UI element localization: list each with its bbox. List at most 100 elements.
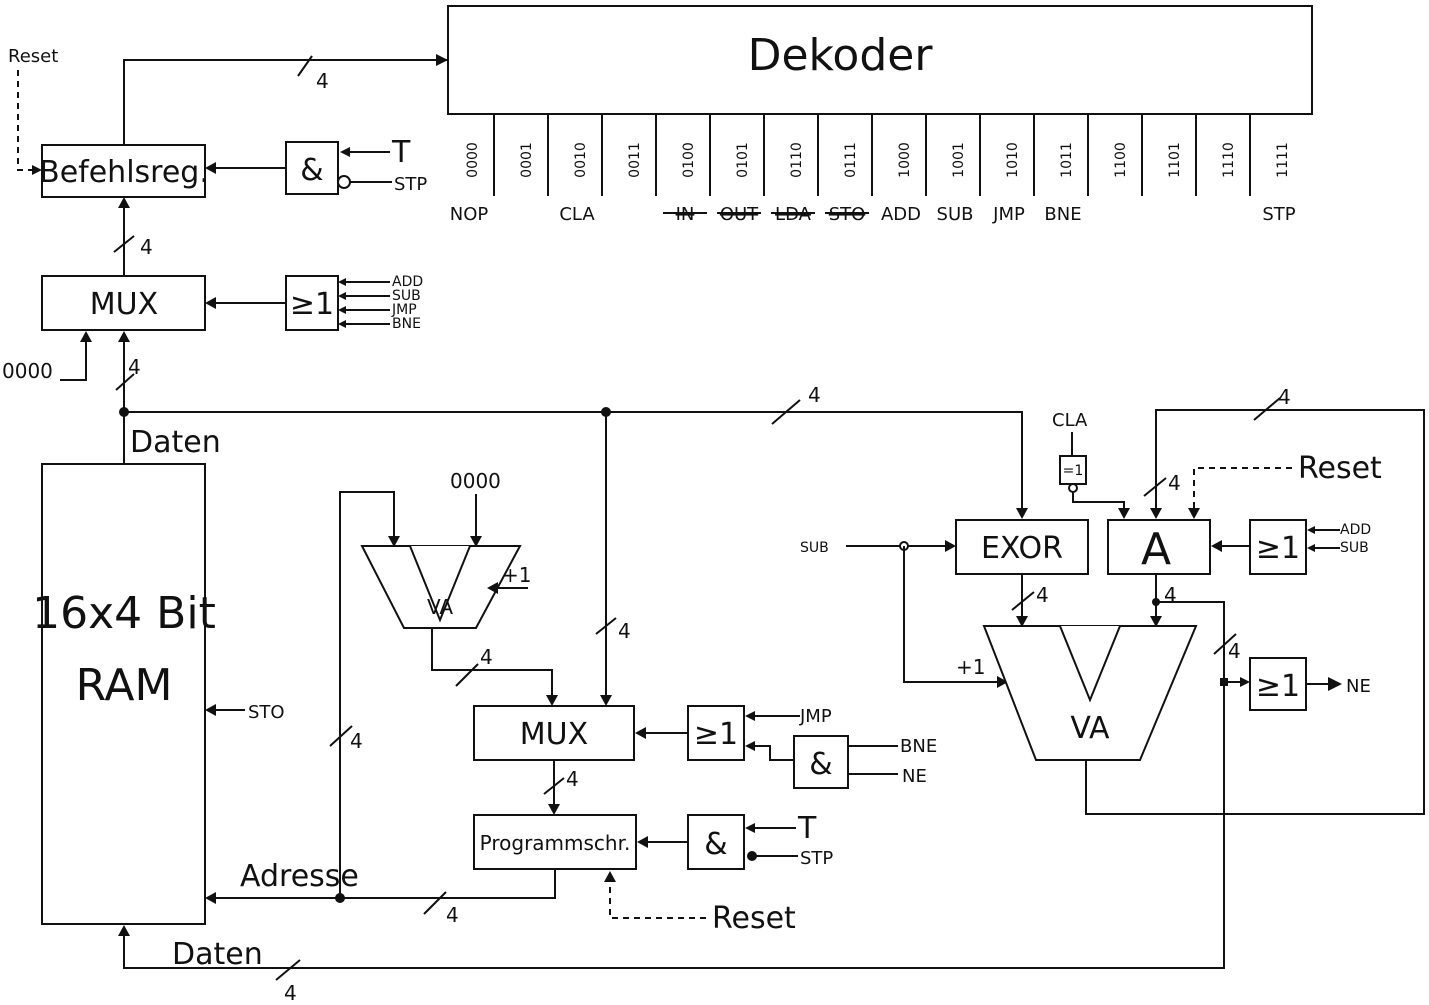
decoder-output-mnemonic: IN: [676, 204, 695, 225]
alu-adder-notch: [1059, 625, 1121, 703]
decoder-output-code: 1101: [1167, 142, 1183, 178]
bus-tick: [1213, 633, 1237, 655]
arrow: [340, 147, 350, 157]
arrow: [745, 711, 755, 721]
and-gate-top-label: &: [300, 153, 323, 188]
arrow: [1211, 540, 1222, 552]
alu-adder-label: VA: [1070, 711, 1110, 746]
arrow: [745, 823, 755, 833]
bne-pc-label: BNE: [900, 736, 937, 757]
plus1-pc-label: +1: [502, 563, 531, 587]
acc-to-ram-data: [123, 601, 1225, 969]
bne-label: BNE: [392, 316, 421, 332]
and-gate-top: [285, 141, 339, 195]
pc-adder-notch: [409, 545, 471, 623]
or-gate-pc: [687, 705, 745, 761]
decoder-output-mnemonic: OUT: [720, 204, 759, 225]
arrow: [487, 582, 498, 594]
exor-label: EXOR: [981, 531, 1063, 566]
bus-width: 4: [480, 645, 493, 669]
decoder-block: [447, 5, 1313, 115]
pc-feedback: [339, 491, 395, 898]
mux-pc: [473, 705, 635, 761]
bus-tick: [595, 617, 617, 635]
decoder-output-mnemonic: ADD: [881, 204, 921, 225]
decoder-output-mnemonic: STP: [1262, 204, 1295, 225]
cla-label: CLA: [1052, 410, 1088, 431]
sub-acc-label: SUB: [1340, 540, 1369, 556]
bus-width: 4: [1168, 471, 1181, 495]
bus-width: 4: [446, 903, 459, 927]
or-top-inputs: [338, 278, 390, 328]
arrow: [1118, 508, 1130, 519]
decoder-output-code: 0011: [627, 142, 643, 178]
eq1-label: =1: [1063, 463, 1084, 479]
or-gate-pc-label: ≥1: [694, 717, 738, 752]
bus-tick: [115, 373, 135, 391]
bus-width: 4: [316, 69, 329, 93]
decoder-output-code: 0101: [735, 142, 751, 178]
decoder-output-code: 1100: [1113, 142, 1129, 178]
arrow: [945, 540, 956, 552]
inverter-bubble: [337, 175, 351, 189]
and-gate-prog: [687, 814, 745, 870]
decoder-output-code: 0010: [573, 142, 589, 178]
decoder-output-code: 0100: [681, 142, 697, 178]
and-to-or-pc: [752, 745, 794, 761]
bus-width: 4: [140, 235, 153, 259]
ir-to-decoder-bus: [123, 59, 448, 145]
decoder-output-code: 1010: [1005, 142, 1021, 178]
ne-pc-label: NE: [902, 766, 927, 787]
stp-pc-label: STP: [800, 848, 833, 869]
and-gate-prog-label: &: [704, 827, 727, 862]
arrow: [745, 741, 755, 751]
decoder-output-code: 0001: [519, 142, 535, 178]
arrow: [205, 704, 216, 716]
decoder-output-mnemonic: CLA: [559, 204, 595, 225]
sto-label: STO: [248, 702, 285, 723]
decoder-output-code: 1110: [1221, 142, 1237, 178]
bus-width: 4: [1228, 639, 1241, 663]
arrow: [546, 695, 558, 706]
alu-feedback-loop: [1085, 409, 1425, 815]
program-counter: [473, 814, 637, 870]
decoder-output-code: 0110: [789, 142, 805, 178]
mux-pc-label: MUX: [520, 717, 588, 752]
decoder-output-code: 1001: [951, 142, 967, 178]
daten-label-top: Daten: [130, 425, 221, 460]
decoder-output-mnemonic: SUB: [937, 204, 974, 225]
decoder-output-mnemonic: JMP: [992, 204, 1025, 225]
arrow: [205, 162, 216, 174]
mux-top-label: MUX: [90, 287, 158, 322]
decoder-output-mnemonic: BNE: [1044, 204, 1081, 225]
daten-label-bottom: Daten: [172, 937, 263, 972]
decoder-output-code: 1000: [897, 142, 913, 178]
stp-label: STP: [394, 174, 427, 195]
arrow: [1150, 616, 1162, 627]
bus-tick: [1143, 477, 1167, 497]
arrow: [118, 331, 130, 342]
arrow: [388, 536, 400, 547]
arrow: [1240, 677, 1250, 687]
address-bus: [212, 869, 556, 899]
and-gate-pc: [793, 735, 849, 789]
bus-tick: [543, 777, 565, 795]
bus-width: 4: [350, 729, 363, 753]
bus-tick: [297, 55, 313, 77]
ir-reset-label: Reset: [8, 46, 58, 67]
pc-reset-line: [609, 878, 706, 919]
or-gate-acc-label: ≥1: [1256, 531, 1300, 566]
ram-label-2: RAM: [76, 660, 173, 711]
sub-to-carry: [903, 546, 1000, 683]
acc-reset-line: [1193, 467, 1292, 512]
or-gate-ne-label: ≥1: [1256, 669, 1300, 704]
or-gate-top: [285, 275, 339, 331]
inverter-bubble: [747, 851, 757, 861]
acc-reset-label: Reset: [1298, 451, 1382, 486]
eq1-gate: [1059, 455, 1087, 485]
arrow: [205, 892, 216, 904]
bus-width: 4: [808, 383, 821, 407]
pc-reset-label: Reset: [712, 901, 796, 936]
decoder-title: Dekoder: [748, 30, 934, 81]
